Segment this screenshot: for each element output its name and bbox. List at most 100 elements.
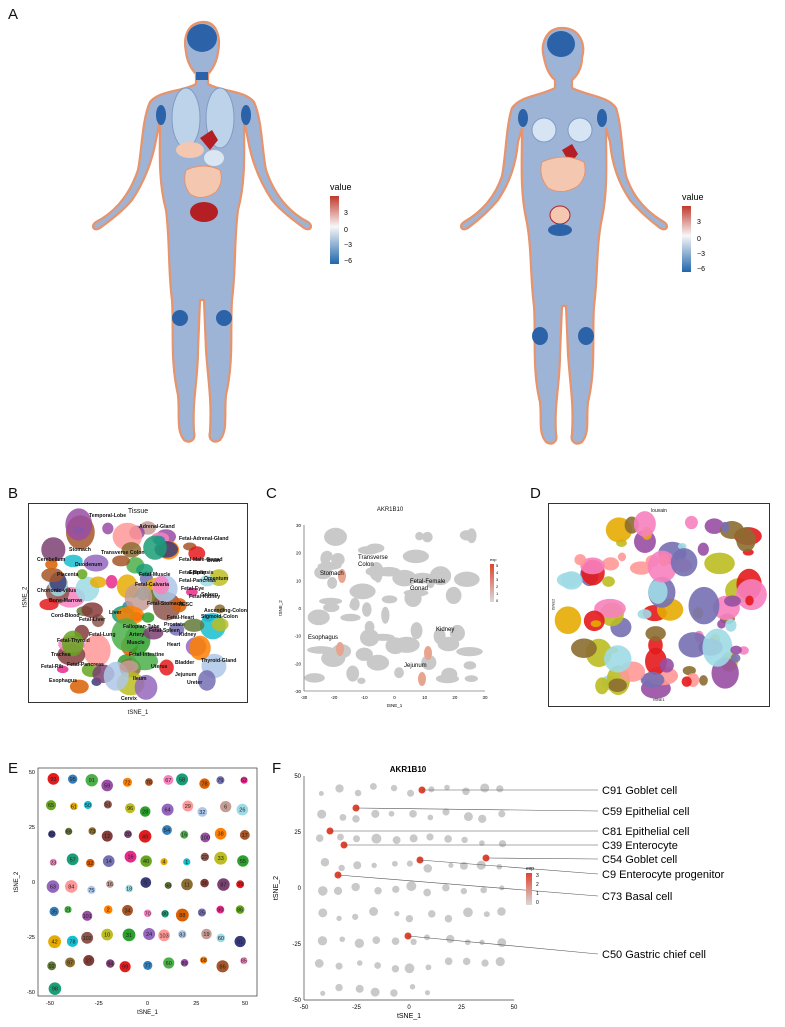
cluster-dot <box>216 933 226 943</box>
cluster-dot <box>497 938 507 948</box>
cell-cluster <box>317 562 342 570</box>
cluster-id-label: 85 <box>241 959 247 965</box>
cluster-id-label: 98 <box>165 883 171 889</box>
cell-cluster <box>410 572 435 584</box>
callout-label: C73 Basal cell <box>602 891 672 903</box>
cluster-dot <box>220 801 232 813</box>
cluster-dot <box>498 810 506 818</box>
cell-cluster <box>349 583 376 600</box>
louvain-cluster <box>704 518 724 534</box>
cluster-dot <box>409 810 417 818</box>
tissue-cluster-blob <box>141 612 155 623</box>
cluster-id-label: 100 <box>201 835 210 841</box>
tissue-label: Temporal-Lobe <box>89 513 126 519</box>
tissue-label: Fetal-Male-Gonad <box>179 557 223 563</box>
cluster-id-label: 40 <box>143 859 149 865</box>
louvain-cluster <box>745 595 754 606</box>
male-left-arm-patch <box>156 105 166 125</box>
panel-b-plot: Temporal-LobeAdrenal-GlandFetal-Adrenal-… <box>37 508 247 702</box>
callout-label: C9 Enterocyte progenitor <box>602 869 725 881</box>
cluster-dot <box>462 957 471 966</box>
tissue-cluster-blob <box>61 630 84 657</box>
cell-cluster <box>392 569 417 587</box>
panel-label-a: A <box>8 6 19 23</box>
male-legend-tick: −6 <box>344 258 352 265</box>
cluster-dot <box>102 855 115 867</box>
region-label: Kidney <box>436 627 454 633</box>
x-tick-label: -30 <box>301 695 308 700</box>
cluster-id-label: 61 <box>71 804 77 810</box>
cluster-id-label: 86 <box>220 964 226 970</box>
y-tick-label: -50 <box>292 998 301 1004</box>
tissue-label: Placenta <box>57 572 78 578</box>
x-tick-label: 50 <box>242 1001 248 1007</box>
legend-title: exp <box>490 557 497 562</box>
cluster-id-label: 29 <box>185 804 191 810</box>
tissue-label: Bone-Marrow <box>49 598 83 604</box>
panel-label-d: D <box>530 485 541 502</box>
tissue-label: Jejunum <box>175 672 197 678</box>
cluster-id-label: 38 <box>218 832 224 838</box>
cluster-id-label: 59 <box>104 783 110 789</box>
panel-d-xlabel: tSNE1 <box>653 697 665 702</box>
louvain-cluster <box>595 677 609 695</box>
cluster-id-label: 24 <box>146 932 152 938</box>
cluster-id-label: 101 <box>83 914 92 920</box>
cluster-dot <box>64 905 72 914</box>
cluster-dot <box>394 911 400 917</box>
cluster-id-label: 70 <box>145 911 151 917</box>
x-tick-label: 10 <box>422 695 428 700</box>
louvain-cluster <box>730 653 741 663</box>
male-right-arm-patch <box>241 105 251 125</box>
tissue-cluster-blob <box>45 559 58 570</box>
cluster-dot <box>318 908 328 918</box>
cluster-id-label: 80 <box>162 912 168 918</box>
louvain-cluster <box>640 672 665 688</box>
cluster-dot <box>428 910 436 918</box>
cluster-dot <box>356 960 363 966</box>
y-tick-label: 25 <box>294 830 301 836</box>
cluster-dot <box>483 911 490 918</box>
y-tick-label: 10 <box>296 578 302 583</box>
cluster-dot <box>217 878 230 891</box>
cluster-dot <box>140 855 152 867</box>
cluster-dot <box>103 905 113 914</box>
region-label: Jejunum <box>404 663 427 669</box>
cluster-id-label: 36 <box>201 881 207 887</box>
cluster-dot <box>392 836 401 845</box>
x-tick-label: 0 <box>146 1001 149 1007</box>
cluster-id-label: 55 <box>240 859 246 865</box>
tissue-cluster-blob <box>105 575 118 589</box>
cluster-dot <box>101 779 113 792</box>
region-label: Colon <box>358 562 374 568</box>
cluster-dot <box>428 786 435 793</box>
legend-tick: 5 <box>496 563 499 568</box>
tissue-label: Fetal-Eye <box>181 586 204 592</box>
legend-colorbar <box>526 873 532 905</box>
louvain-cluster <box>554 606 582 635</box>
tissue-label: Bladder <box>175 660 194 666</box>
tissue-label: Fetal-Pancreas <box>179 578 216 584</box>
cluster-dot <box>463 812 473 822</box>
cluster-id-label: 83 <box>179 932 185 938</box>
louvain-cluster <box>724 595 741 607</box>
louvain-cluster <box>648 579 668 604</box>
female-legend-title: value <box>682 192 704 202</box>
cell-cluster <box>381 595 398 604</box>
y-axis-label: tSNE_2 <box>14 871 20 892</box>
legend-tick: 1 <box>536 891 539 897</box>
male-body-silhouette <box>91 20 313 443</box>
cell-cluster <box>437 636 460 652</box>
cluster-id-label: 31 <box>126 933 132 939</box>
tissue-cluster-blob <box>189 635 211 661</box>
x-tick-label: -25 <box>95 1001 103 1007</box>
cluster-dot <box>125 884 134 893</box>
panel-d-louvain-tsne: louvain tSNE1 tSNE2 <box>548 503 770 707</box>
cluster-id-label: 6 <box>224 805 227 811</box>
cluster-dot <box>101 928 113 941</box>
cluster-dot <box>478 814 487 823</box>
cluster-id-label: 1 <box>185 860 188 866</box>
tissue-label: Esophagus <box>49 678 77 684</box>
cluster-dot <box>480 886 487 894</box>
